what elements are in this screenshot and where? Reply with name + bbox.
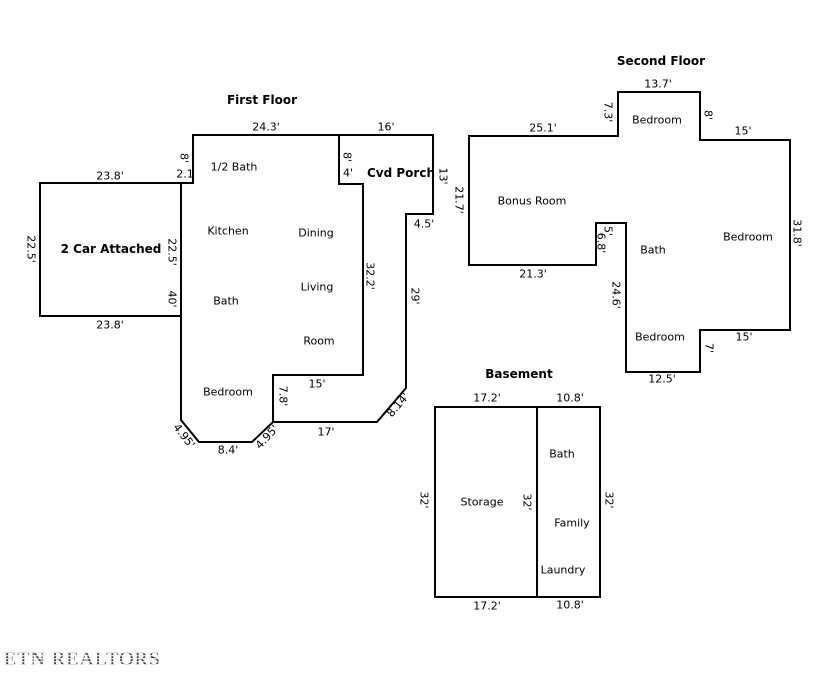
ff-dim-porch-step: 4.5'	[414, 218, 435, 231]
ff-room-living-line1: Living	[301, 281, 334, 294]
ff-room-covered-porch: Cvd Porch	[367, 166, 435, 180]
ff-dim-bottom-mid: 17'	[317, 426, 334, 439]
sf-dim-bottom: 12.5'	[648, 373, 676, 386]
bm-room-family: Family	[554, 517, 590, 530]
ff-room-living-line2: Room	[303, 335, 334, 348]
ff-dim-right: 29'	[409, 287, 422, 304]
ff-dim-left: 40'	[166, 290, 179, 307]
bm-dim-right-top: 10.8'	[556, 392, 584, 405]
sf-room-bedroom-bottom: Bedroom	[635, 331, 685, 344]
ff-dim-top: 24.3'	[252, 121, 280, 134]
sf-dim-bonus-top: 25.1'	[529, 122, 557, 135]
ff-dim-living-right: 32.2'	[364, 262, 377, 290]
bm-dim-left-top: 17.2'	[473, 392, 501, 405]
basement-title: Basement	[485, 367, 553, 381]
ff-dim-left-upper: 8'	[178, 153, 191, 163]
ff-room-bath: Bath	[213, 295, 239, 308]
ff-room-kitchen: Kitchen	[207, 225, 248, 238]
garage-dim-bottom: 23.8'	[96, 319, 124, 332]
garage-dim-left: 22.5'	[25, 235, 38, 263]
garage-dim-top: 23.8'	[96, 170, 124, 183]
bm-room-bath: Bath	[549, 448, 575, 461]
first-floor-interior-wall	[272, 135, 364, 422]
second-floor-outline	[468, 91, 791, 373]
sf-dim-notch-top: 5'	[602, 226, 615, 236]
first-floor-title: First Floor	[227, 93, 297, 107]
etn-realtors-logo: ETN REALTORS	[4, 648, 162, 670]
bm-dim-left-bottom: 17.2'	[473, 600, 501, 613]
sf-dim-bottom-step: 7'	[703, 343, 716, 353]
ff-dim-porch-inner-vert: 8'	[341, 152, 354, 162]
sf-dim-bottom-right: 15'	[735, 331, 752, 344]
etn-realtors-logo-text: ETN REALTORS	[4, 648, 162, 670]
bm-dim-divider: 32'	[521, 493, 534, 510]
sf-dim-bonus-left: 21.7'	[453, 186, 466, 214]
sf-dim-bedroom-top-left: 7.3'	[602, 102, 615, 123]
bm-dim-left-side: 32'	[418, 491, 431, 508]
ff-room-dining: Dining	[298, 227, 334, 240]
bm-dim-right-bottom: 10.8'	[556, 599, 584, 612]
ff-dim-bevel-right: 8.14'	[384, 390, 412, 419]
sf-dim-bonus-bottom: 21.3'	[519, 268, 547, 281]
sf-dim-bedroom-top-right: 8'	[702, 110, 715, 120]
ff-dim-porch-right: 13'	[437, 167, 450, 184]
ff-dim-left-step: 2.1	[176, 168, 194, 181]
sf-room-bedroom-right: Bedroom	[723, 231, 773, 244]
sf-room-bonus: Bonus Room	[498, 195, 567, 208]
bm-room-laundry: Laundry	[541, 564, 586, 577]
ff-dim-living-bottom: 15'	[308, 378, 325, 391]
ff-room-bedroom: Bedroom	[203, 386, 253, 399]
ff-dim-bottom-left: 8.4'	[218, 444, 239, 457]
ff-dim-bevel-mid: 4.95'	[253, 422, 281, 451]
sf-room-bedroom-top: Bedroom	[632, 114, 682, 127]
ff-room-half-bath: 1/2 Bath	[211, 161, 258, 174]
sf-dim-bath-left: 24.6'	[610, 281, 623, 309]
basement-outline	[434, 406, 601, 598]
sf-dim-top-right: 15'	[734, 125, 751, 138]
garage-dim-right: 22.5'	[166, 238, 179, 266]
second-floor-title: Second Floor	[617, 54, 705, 68]
ff-dim-living-step: 7.8'	[277, 386, 290, 407]
bm-dim-right-side: 32'	[603, 491, 616, 508]
sf-dim-bedroom-top-width: 13.7'	[644, 78, 672, 91]
sf-dim-notch-left: 6.8'	[595, 233, 608, 254]
garage-room-label: 2 Car Attached	[61, 242, 162, 256]
sf-dim-right: 31.8'	[791, 219, 804, 247]
ff-dim-porch-inner-horiz: 4'	[343, 167, 353, 180]
ff-dim-porch-top: 16'	[377, 121, 394, 134]
bm-room-storage: Storage	[460, 496, 503, 509]
sf-room-bath: Bath	[640, 244, 666, 257]
